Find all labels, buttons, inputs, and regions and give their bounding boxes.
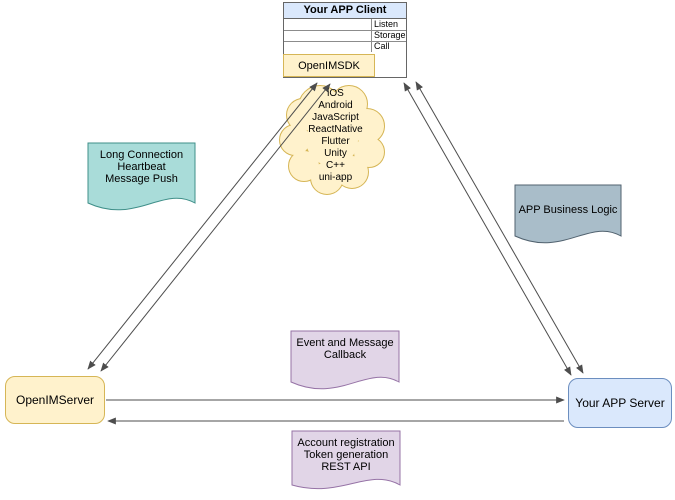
note-line: REST API — [321, 461, 371, 473]
arrow-sdk-openimserver-1 — [87, 82, 318, 370]
client-divider-2 — [284, 41, 406, 42]
client-row-call: Call — [374, 41, 390, 51]
your-app-server-box: Your APP Server — [568, 378, 672, 428]
your-app-client-title: Your APP Client — [284, 3, 406, 19]
platform-item: Android — [318, 100, 353, 111]
client-row-storage: Storage — [374, 30, 406, 40]
platform-item: C++ — [326, 160, 345, 171]
platform-item: ReactNative — [308, 124, 363, 135]
openimserver-box: OpenIMServer — [5, 376, 105, 424]
client-divider-1 — [284, 30, 406, 31]
arrow-sdk-openimserver-2 — [100, 83, 331, 372]
client-row-listen: Listen — [374, 19, 399, 29]
note-line: Callback — [323, 349, 367, 361]
note-line: Account registration — [297, 437, 395, 449]
note-line: Event and Message — [296, 337, 394, 349]
platform-list: iOS Android JavaScript ReactNative Flutt… — [287, 88, 384, 184]
platform-item: JavaScript — [312, 112, 359, 123]
note-shape-account-api — [291, 430, 401, 490]
platform-item: iOS — [327, 88, 344, 99]
note-line: Message Push — [105, 173, 178, 185]
note-line: Long Connection — [99, 149, 184, 161]
platform-item: Flutter — [321, 136, 350, 147]
client-divider-vertical — [371, 19, 372, 52]
arrow-client-appserver-2 — [415, 81, 584, 374]
note-line: APP Business Logic — [518, 204, 618, 216]
note-event-callback: Event and Message Callback — [291, 337, 399, 361]
note-long-connection: Long Connection Heartbeat Message Push — [88, 149, 195, 185]
note-account-api: Account registration Token generation RE… — [292, 437, 400, 473]
note-app-business-logic: APP Business Logic — [515, 204, 621, 216]
note-line: Token generation — [303, 449, 389, 461]
platform-item: Unity — [324, 148, 347, 159]
platform-item: uni-app — [318, 172, 353, 183]
note-line: Heartbeat — [117, 161, 166, 173]
openimsdk-box: OpenIMSDK — [283, 54, 375, 77]
